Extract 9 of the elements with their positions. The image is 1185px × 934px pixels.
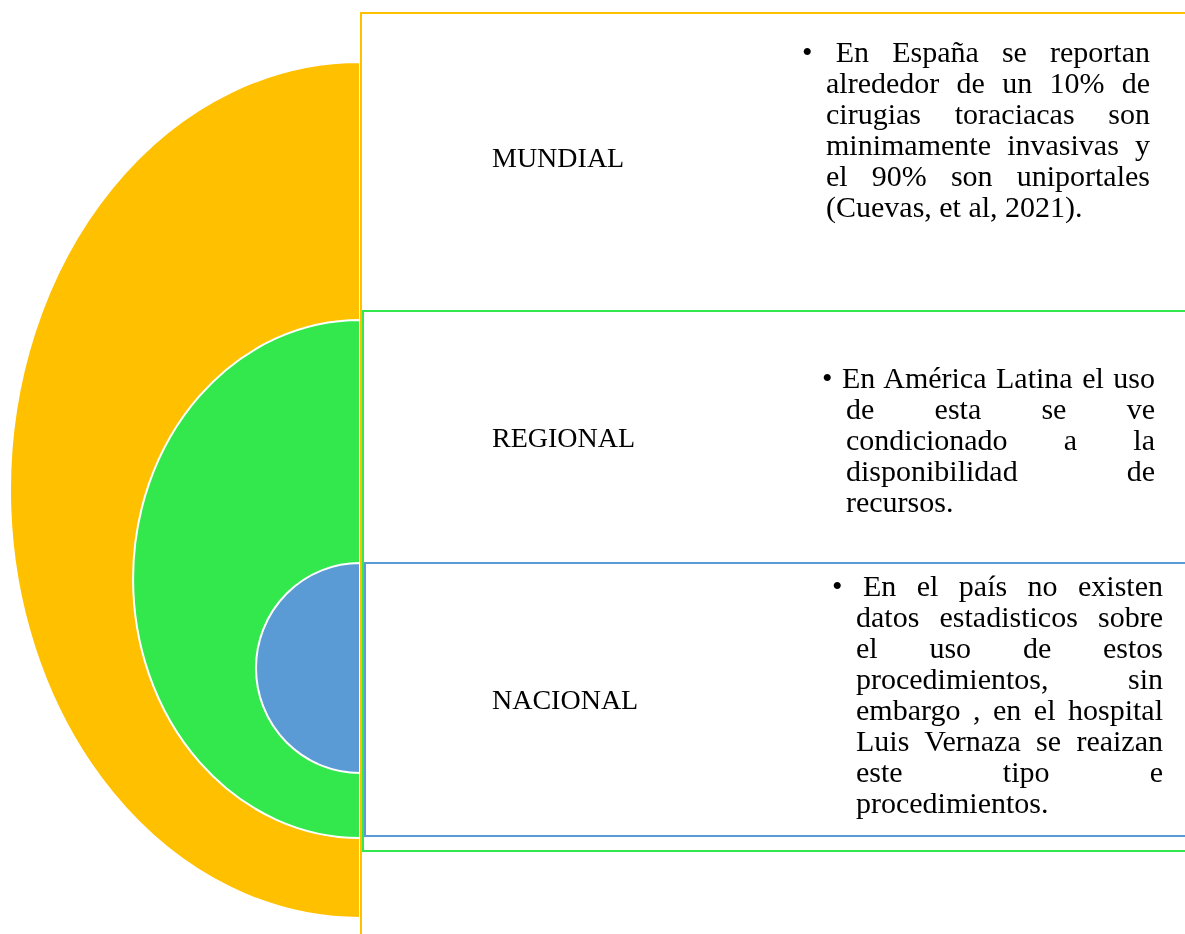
level-panel [362, 310, 1185, 852]
bullet-text: • En el país no existen datos estadisticos sobre el uso de estos procedimientos, sin embargo , en el hospital Luis Vernaza se reaizan este tipo e procedimientos. [832, 570, 1163, 818]
level-panel [360, 12, 1185, 934]
bullet-text: • En América Latina el uso de esta se ve condicionado a la disponibilidad de recursos. [822, 362, 1155, 517]
level-panel [364, 562, 1185, 837]
level-heading: REGIONAL [492, 422, 636, 454]
level-heading: MUNDIAL [492, 142, 625, 174]
bullet-text: • En España se reportan alrededor de un 10% de cirugias toraciacas son minimamente invasivas y el 90% son uniportales (Cuevas, et al, 2021). [802, 36, 1150, 222]
level-heading: NACIONAL [492, 684, 639, 716]
